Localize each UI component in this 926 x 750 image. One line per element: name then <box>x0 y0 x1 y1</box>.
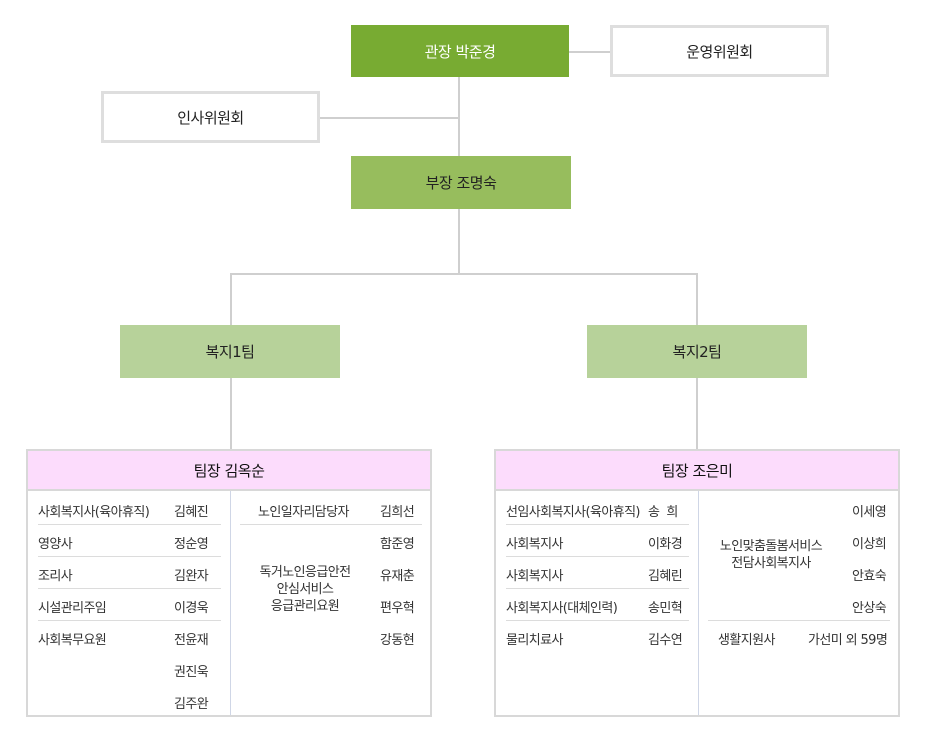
team1-row-name: 전윤재 <box>174 633 209 648</box>
team1-right-group-name: 함준영 <box>380 537 415 552</box>
deputy-box: 부장 조명숙 <box>351 156 571 209</box>
team2-card: 팀장 조은미 선임사회복지사(육아휴직) 송 희 사회복지사 이화경 사회복지사… <box>494 449 900 717</box>
deputy-label: 부장 조명숙 <box>425 174 497 192</box>
team1-row-role: 조리사 <box>38 569 73 584</box>
operations-committee-box: 운영위원회 <box>610 25 829 77</box>
team1-right-top-role: 노인일자리담당자 <box>258 505 349 520</box>
team1-row-role: 시설관리주임 <box>38 601 107 616</box>
team1-row-separator <box>38 620 221 621</box>
hr-committee-box: 인사위원회 <box>101 91 320 143</box>
team1-row-separator <box>38 524 221 525</box>
team1-row-name: 권진욱 <box>174 665 209 680</box>
team1-right-top-name: 김희선 <box>380 505 415 520</box>
team1-right-separator <box>240 524 422 525</box>
connector-team2-up <box>696 273 698 326</box>
team2-right-bottom-role: 생활지원사 <box>718 633 775 648</box>
team1-row-name: 정순영 <box>174 537 209 552</box>
connector-horizontal <box>230 273 698 275</box>
team2-box: 복지2팀 <box>587 325 807 378</box>
team2-row-role: 선임사회복지사(육아휴직) <box>506 505 641 520</box>
team1-right-group-name: 강동현 <box>380 633 415 648</box>
connector-team1-down <box>230 377 232 450</box>
team1-right-group-name: 편우혁 <box>380 601 415 616</box>
team1-box: 복지1팀 <box>120 325 340 378</box>
team1-right-group-role-line: 안심서비스 <box>276 582 334 597</box>
connector-hr <box>320 117 460 119</box>
team2-row-name: 김혜린 <box>648 569 683 584</box>
team2-right-group-name: 이상희 <box>852 537 887 552</box>
team2-row-role: 물리치료사 <box>506 633 563 648</box>
team1-right-group-role-line: 독거노인응급안전 <box>259 565 351 580</box>
team2-right-group-role-line: 전담사회복지사 <box>731 556 811 571</box>
team2-right-group-name: 안상숙 <box>852 601 887 616</box>
team2-right-group-name: 안효숙 <box>852 569 887 584</box>
director-label: 관장 박준경 <box>424 42 496 61</box>
team1-row-name: 김완자 <box>174 569 209 584</box>
operations-committee-label: 운영위원회 <box>686 42 753 61</box>
team2-row-name: 송 희 <box>648 505 678 520</box>
team2-row-name: 송민혁 <box>648 601 683 616</box>
team1-column-divider <box>230 491 231 715</box>
team2-column-divider <box>698 491 699 715</box>
team2-row-role: 사회복지사 <box>506 537 563 552</box>
team1-row-name: 김혜진 <box>174 505 209 520</box>
team2-row-name: 김수연 <box>648 633 683 648</box>
team2-leader-label: 팀장 조은미 <box>661 461 733 480</box>
team1-row-role: 사회복지사(육아휴직) <box>38 505 150 520</box>
connector-team2-down <box>696 377 698 450</box>
team2-right-group-role: 노인맞춤돌봄서비스 전담사회복지사 <box>706 538 836 572</box>
team1-right-group-role-line: 응급관리요원 <box>270 599 340 614</box>
connector-deputy-down <box>458 208 460 274</box>
team2-row-separator <box>506 588 689 589</box>
team1-row-separator <box>38 556 221 557</box>
team2-row-role: 사회복지사 <box>506 569 563 584</box>
team1-leader-label: 팀장 김옥순 <box>193 461 265 480</box>
connector-director-ops <box>568 51 612 53</box>
team1-row-name: 김주완 <box>174 697 209 712</box>
team2-label: 복지2팀 <box>672 343 722 361</box>
team2-row-role: 사회복지사(대체인력) <box>506 601 618 616</box>
team1-leader-header: 팀장 김옥순 <box>28 451 430 491</box>
director-box: 관장 박준경 <box>351 25 569 77</box>
team2-right-separator <box>708 620 890 621</box>
team2-right-group-name: 이세영 <box>852 505 887 520</box>
team1-row-name: 이경욱 <box>174 601 209 616</box>
team2-row-separator <box>506 524 689 525</box>
team1-row-role: 사회복무요원 <box>38 633 107 648</box>
team2-right-bottom-name: 가선미 외 59명 <box>808 633 888 648</box>
connector-team1-up <box>230 273 232 326</box>
team1-label: 복지1팀 <box>205 343 255 361</box>
hr-committee-label: 인사위원회 <box>177 108 244 127</box>
team2-row-separator <box>506 556 689 557</box>
team2-leader-header: 팀장 조은미 <box>496 451 898 491</box>
team1-card: 팀장 김옥순 사회복지사(육아휴직) 김혜진 영양사 정순영 조리사 김완자 시… <box>26 449 432 717</box>
team1-row-separator <box>38 588 221 589</box>
team1-right-group-role: 독거노인응급안전 안심서비스 응급관리요원 <box>240 564 370 615</box>
team1-row-role: 영양사 <box>38 537 73 552</box>
team2-right-group-role-line: 노인맞춤돌봄서비스 <box>719 539 823 554</box>
team1-right-group-name: 유재춘 <box>380 569 415 584</box>
team2-row-separator <box>506 620 689 621</box>
team2-row-name: 이화경 <box>648 537 683 552</box>
